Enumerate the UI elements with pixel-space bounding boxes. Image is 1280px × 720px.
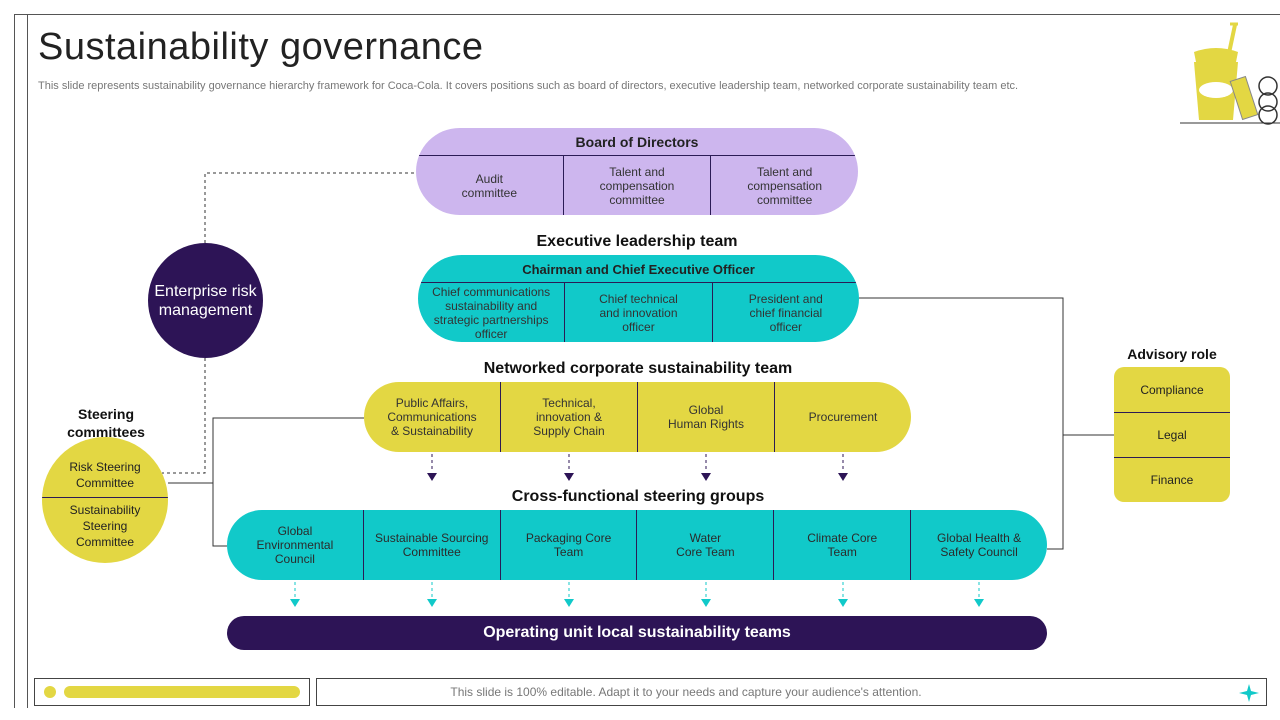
board-item-talent-1: Talent and compensation committee [562, 156, 711, 215]
cross-item-climate: Climate Core Team [773, 510, 910, 580]
networked-item-human-rights: Global Human Rights [637, 382, 774, 452]
slide-frame [14, 14, 1280, 708]
board-item-talent-2: Talent and compensation committee [710, 156, 858, 215]
cross-item-sourcing: Sustainable Sourcing Committee [362, 510, 500, 580]
cross-item-environmental: Global Environmental Council [256, 524, 334, 566]
page-subtitle: This slide represents sustainability gov… [38, 80, 1019, 92]
networked-label: Networked corporate sustainability team [483, 360, 793, 377]
cross-functional-label: Cross-functional steering groups [511, 488, 765, 505]
risk-steering-committee: Risk Steering Committee [42, 437, 168, 498]
advisory-box: Compliance Legal Finance [1114, 367, 1230, 502]
operating-unit-bar: Operating unit local sustainability team… [227, 616, 1047, 650]
executive-title: Chairman and Chief Executive Officer [418, 255, 859, 283]
footer-dot [44, 686, 56, 698]
networked-team: Public Affairs, Communications & Sustain… [364, 382, 911, 452]
cross-functional-groups: Global Environmental Council Sustainable… [227, 510, 1047, 580]
footer-right-box [316, 678, 1267, 706]
executive-label: Executive leadership team [536, 233, 738, 250]
advisory-item-finance: Finance [1114, 457, 1230, 502]
board-item-audit: Audit committee [461, 171, 518, 200]
cross-item-packaging: Packaging Core Team [499, 510, 637, 580]
sustainability-steering-committee: Sustainability Steering Committee [69, 503, 141, 549]
board-title: Board of Directors [416, 128, 858, 156]
drink-cup-icon [1180, 22, 1280, 126]
cross-item-health-safety: Global Health & Safety Council [910, 510, 1047, 580]
steering-label: Steering committees [67, 406, 145, 440]
steering-circle: Risk Steering Committee Sustainability S… [42, 437, 168, 563]
exec-item-technical: Chief technical and innovation officer [564, 283, 711, 342]
enterprise-risk-circle: Enterprise risk management [148, 243, 263, 358]
slide-margin-line [27, 14, 28, 708]
networked-item-procurement: Procurement [774, 382, 911, 452]
board-of-directors: Board of Directors Audit committee Talen… [416, 128, 858, 215]
advisory-item-compliance: Compliance [1140, 382, 1204, 397]
sparkle-icon [1238, 683, 1260, 703]
exec-item-communications: Chief communications sustainability and … [432, 284, 551, 341]
exec-item-cfo: President and chief financial officer [711, 283, 859, 342]
networked-item-technical: Technical, innovation & Supply Chain [500, 382, 637, 452]
footer-text: This slide is 100% editable. Adapt it to… [450, 685, 922, 699]
footer-left-box [34, 678, 310, 706]
cross-item-water: Water Core Team [636, 510, 773, 580]
networked-item-public-affairs: Public Affairs, Communications & Sustain… [387, 396, 477, 438]
page-title: Sustainability governance [38, 26, 484, 68]
advisory-label: Advisory role [1127, 346, 1217, 362]
footer-progress-bar [64, 686, 300, 698]
executive-leadership: Chairman and Chief Executive Officer Chi… [418, 255, 859, 342]
advisory-item-legal: Legal [1114, 412, 1230, 457]
